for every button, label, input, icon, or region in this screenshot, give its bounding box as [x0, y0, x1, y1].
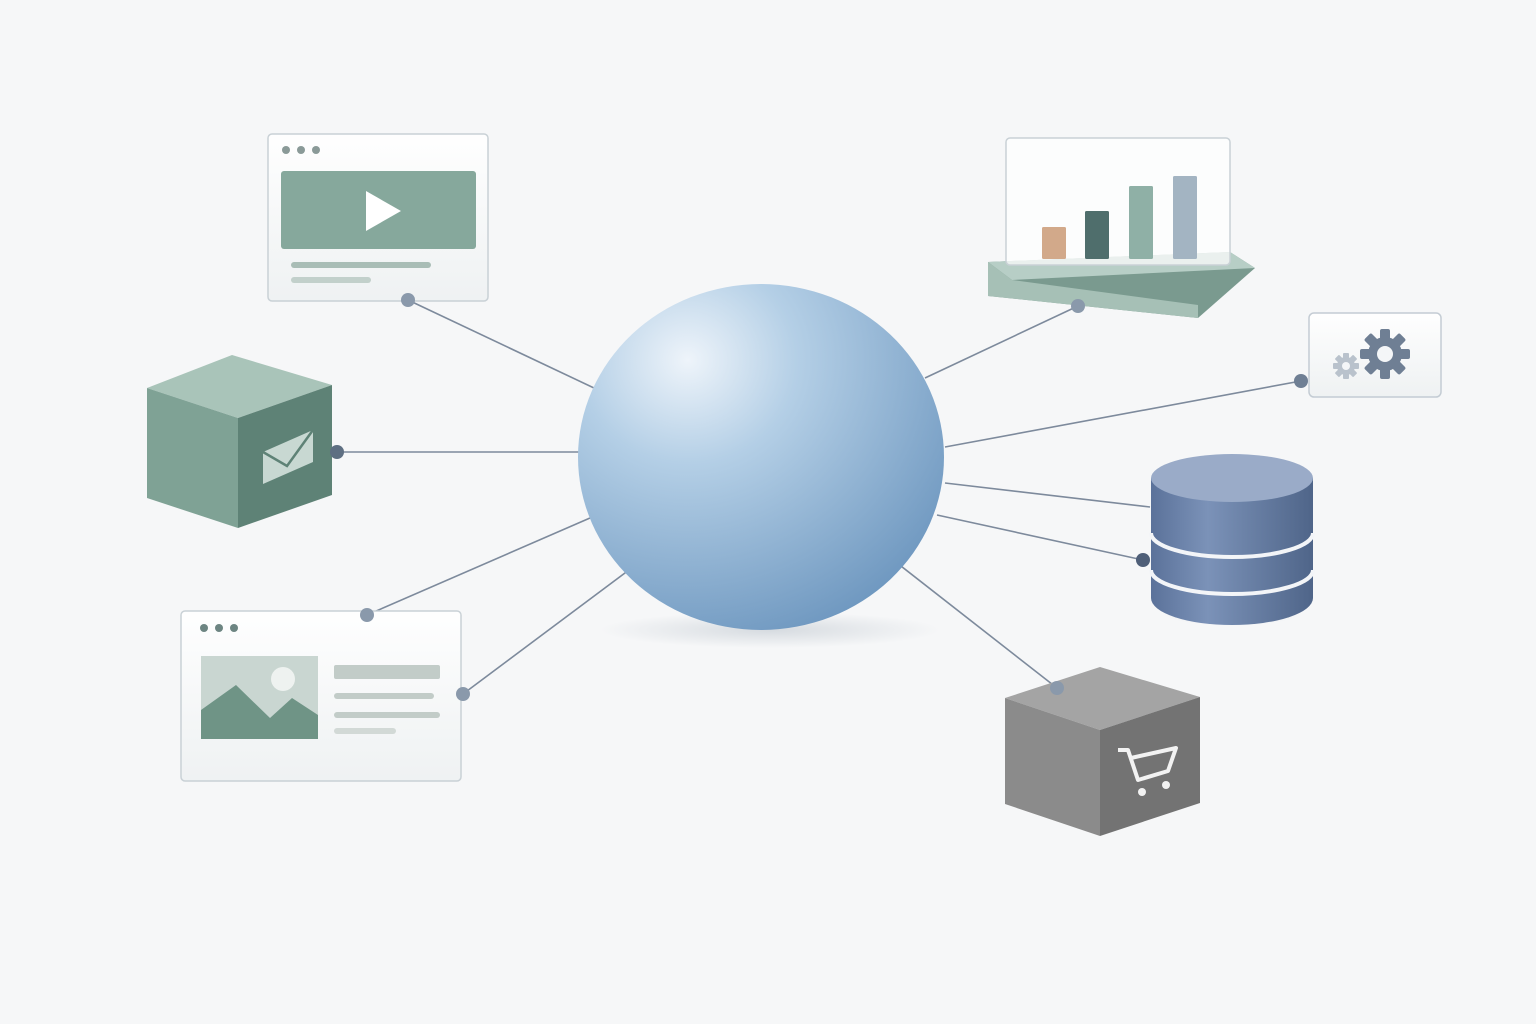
window-dot-icon — [215, 624, 223, 632]
video-window[interactable] — [267, 133, 489, 302]
bar-icon-bar — [1042, 227, 1066, 259]
text-line — [334, 712, 440, 718]
window-dot-icon — [297, 146, 305, 154]
play-icon — [366, 191, 401, 231]
text-line — [291, 277, 371, 283]
text-line — [291, 262, 431, 268]
connectors — [337, 299, 1302, 695]
envelope-icon — [262, 429, 315, 484]
connector-dot — [360, 608, 374, 622]
window-dot-icon — [312, 146, 320, 154]
bar-icon-bar — [1173, 176, 1197, 259]
small-gear-icon — [1333, 353, 1359, 379]
connector-dot — [456, 687, 470, 701]
shopping-cart-icon — [1118, 746, 1178, 796]
database[interactable] — [1149, 454, 1315, 626]
bar-chart-icon — [1042, 176, 1197, 259]
text-line — [334, 693, 434, 699]
window-dot-icon — [200, 624, 208, 632]
hub-sphere[interactable] — [578, 284, 944, 630]
cart-cube[interactable] — [1005, 667, 1200, 836]
image-window[interactable] — [180, 610, 462, 782]
connector-video — [407, 299, 595, 389]
window-dot-icon — [230, 624, 238, 632]
connector-dot — [1294, 374, 1308, 388]
connector-dot — [1136, 553, 1150, 567]
text-line — [334, 728, 396, 734]
connector-image-top — [366, 517, 591, 616]
connector-dot — [330, 445, 344, 459]
connector-dot — [401, 293, 415, 307]
image-icon — [201, 656, 318, 739]
window-dot-icon — [282, 146, 290, 154]
connector-dot — [1050, 681, 1064, 695]
connector-chart — [924, 305, 1079, 379]
mail-cube[interactable] — [147, 355, 332, 528]
bar-chart-panel[interactable] — [988, 137, 1255, 318]
connector-image-side — [462, 557, 646, 695]
connector-dot — [1071, 299, 1085, 313]
text-line — [334, 665, 440, 679]
connector-cart — [882, 551, 1058, 689]
connector-database — [936, 514, 1144, 561]
gear-icon — [1360, 329, 1410, 379]
connector-database-top — [944, 482, 1151, 508]
sphere-shadow — [600, 612, 940, 648]
bar-icon-bar — [1085, 211, 1109, 259]
settings-card[interactable] — [1308, 312, 1442, 398]
bar-icon-bar — [1129, 186, 1153, 259]
connector-settings — [944, 380, 1302, 448]
